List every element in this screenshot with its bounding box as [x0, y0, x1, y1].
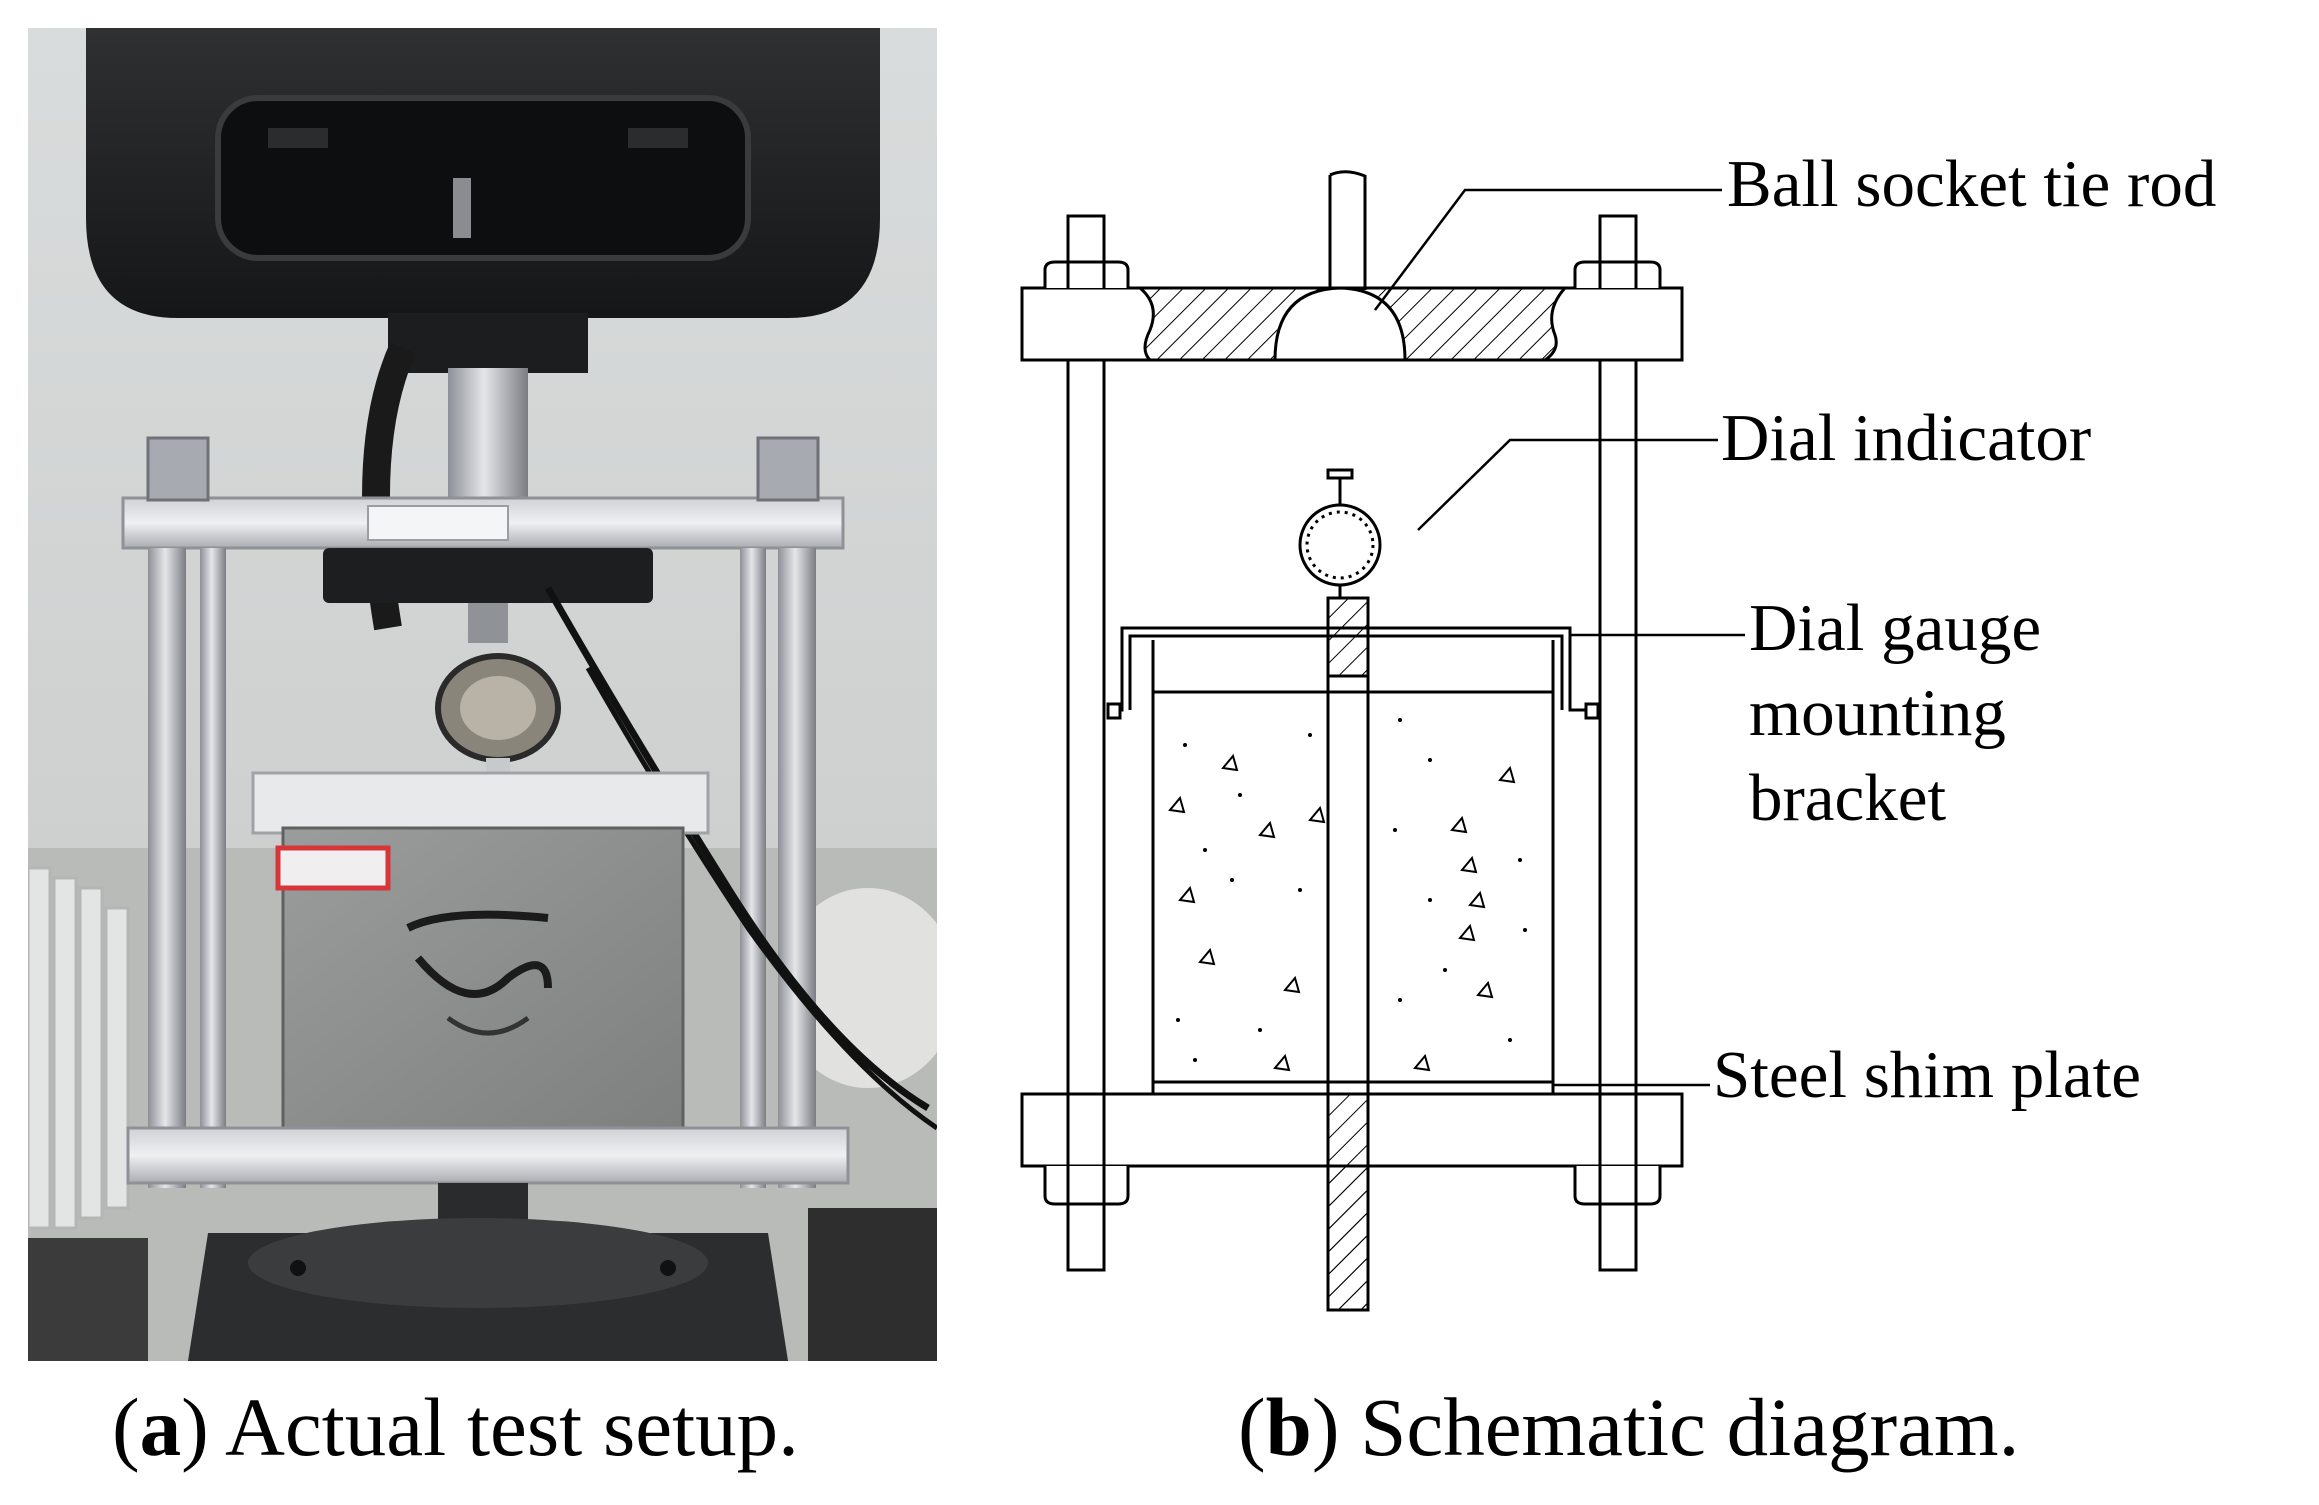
test-setup-photo [28, 28, 937, 1361]
caption-a-text: Actual test setup. [208, 1381, 799, 1473]
label-steel-shim-plate: Steel shim plate [1713, 1038, 2141, 1112]
caption-b-letter: b [1265, 1381, 1312, 1473]
label-bracket-line1: Dial gauge [1749, 591, 2041, 665]
aggregate-marks [1168, 753, 1516, 1072]
caption-a-letter: a [139, 1381, 182, 1473]
caption-a: (a) Actual test setup. [112, 1372, 799, 1482]
photo-illustration [28, 28, 937, 1361]
label-dial-indicator: Dial indicator [1721, 401, 2091, 475]
aggregate-dots [1176, 718, 1527, 1062]
caption-b-open: ( [1238, 1381, 1266, 1473]
ball [1273, 286, 1407, 362]
caption-a-open: ( [112, 1381, 140, 1473]
top-rod [1328, 175, 1367, 290]
leader-dial [1417, 438, 1718, 531]
caption-b-close: ) [1311, 1381, 1340, 1473]
schematic-diagram: Ball socket tie rod Dial indicator Dial … [1000, 28, 2319, 1361]
caption-a-close: ) [181, 1381, 209, 1473]
caption-b: (b) Schematic diagram. [1238, 1372, 2019, 1482]
label-bracket-line3: bracket [1749, 761, 1947, 835]
label-bracket-line2: mounting [1749, 676, 2006, 750]
concrete-specimen [1151, 690, 1555, 1096]
leader-ball-socket [1374, 188, 1722, 311]
schematic-svg: Ball socket tie rod Dial indicator Dial … [1020, 147, 2216, 1312]
label-ball-socket-tie-rod: Ball socket tie rod [1727, 147, 2216, 221]
caption-b-text: Schematic diagram. [1339, 1381, 2020, 1473]
dial-face [1298, 503, 1382, 587]
